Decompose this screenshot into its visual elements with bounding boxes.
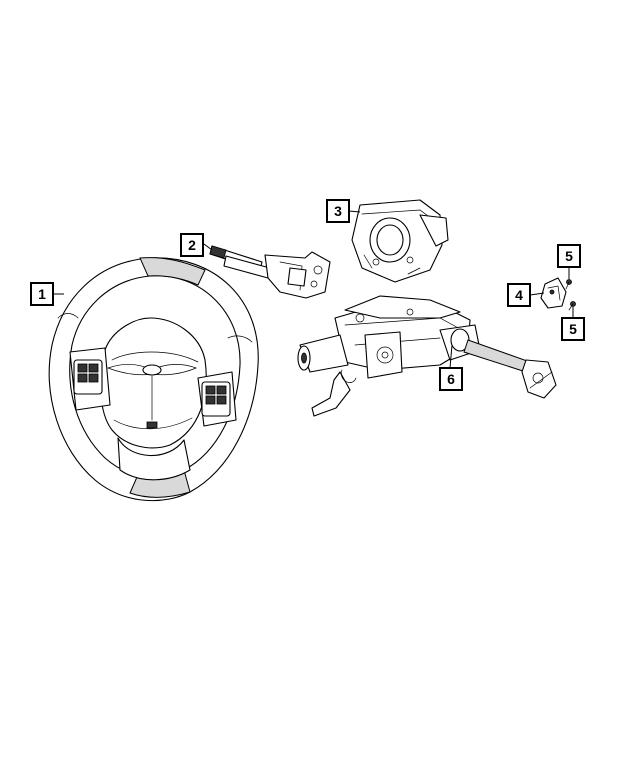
screw-upper — [565, 279, 572, 290]
callout-5-upper-label: 5 — [565, 248, 573, 264]
callout-2-label: 2 — [188, 237, 196, 253]
callout-3: 3 — [326, 199, 350, 223]
callout-1-label: 1 — [38, 286, 46, 302]
screw-lower — [568, 301, 576, 311]
callout-3-label: 3 — [334, 203, 342, 219]
clockspring — [351, 199, 449, 283]
leader-lines — [53, 210, 574, 369]
callout-6: 6 — [439, 367, 463, 391]
sensor-bracket — [540, 277, 567, 309]
multifunction-switch — [209, 245, 331, 299]
callout-2: 2 — [180, 233, 204, 257]
callout-5-lower-label: 5 — [569, 321, 577, 337]
callout-6-label: 6 — [447, 371, 455, 387]
callout-5-upper: 5 — [557, 244, 581, 268]
callout-5-lower: 5 — [561, 317, 585, 341]
callout-1: 1 — [30, 282, 54, 306]
callout-4: 4 — [507, 283, 531, 307]
steering-column — [297, 295, 557, 417]
steering-wheel — [48, 257, 259, 502]
callout-4-label: 4 — [515, 287, 523, 303]
